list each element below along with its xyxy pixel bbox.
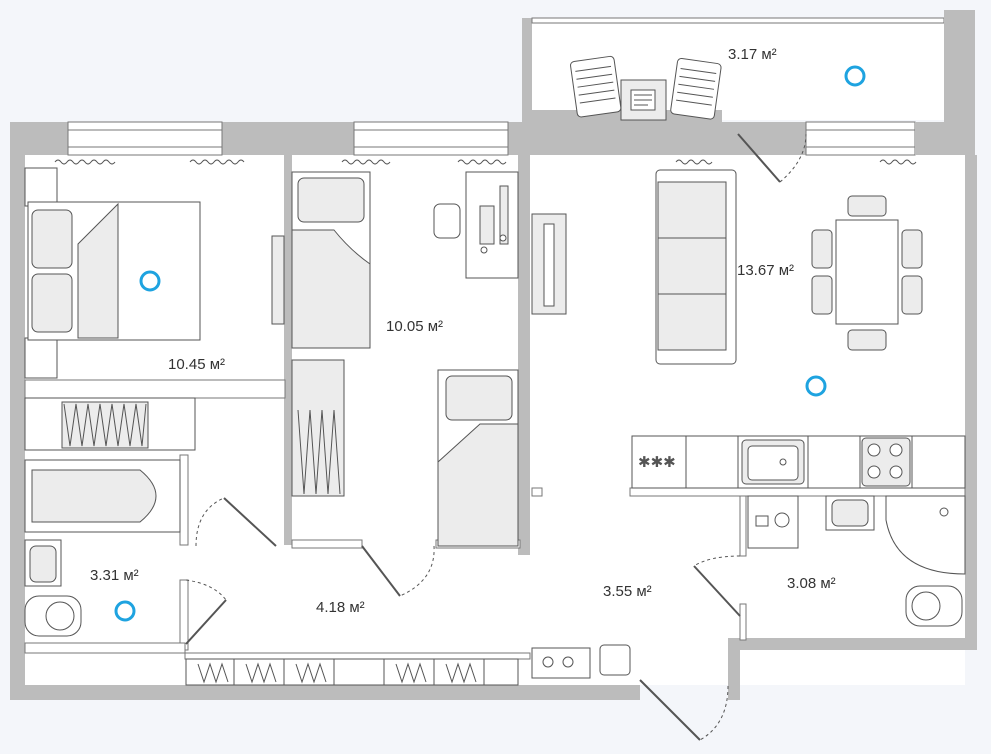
chair [901, 275, 923, 315]
doors [185, 497, 741, 741]
exterior-walls [10, 10, 977, 700]
nightstand-bottom [24, 337, 58, 379]
living-kitchen-furniture: ✱✱✱ [531, 169, 966, 489]
panorama-markers[interactable] [114, 65, 866, 622]
chair [811, 229, 833, 269]
chair [847, 329, 887, 351]
wardrobe [291, 359, 345, 497]
keyboard [479, 205, 495, 245]
area-corridor: 3.55 м² [603, 583, 652, 600]
kids-room-furniture [291, 171, 519, 547]
area-hall: 4.18 м² [316, 599, 365, 616]
area-labels: 3.17 м² 10.45 м² 10.05 м² 13.67 м² 3.31 … [90, 46, 836, 616]
pillow [31, 209, 73, 269]
area-bathroom: 3.31 м² [90, 567, 139, 584]
kids-room-door [361, 545, 401, 597]
toilet-door [693, 565, 741, 617]
bedroom-furniture [24, 167, 285, 451]
stove-icon [861, 437, 911, 487]
burner-icon: ✱✱✱ [638, 453, 676, 471]
bedroom-door [223, 497, 277, 547]
balcony-door [737, 133, 807, 183]
area-bedroom: 10.45 м² [168, 356, 225, 373]
washing-machine-icon [747, 495, 799, 549]
chair [433, 203, 461, 239]
balcony-furniture [570, 55, 722, 121]
shoes-icon [531, 647, 591, 679]
monitor [499, 185, 509, 245]
tv [271, 235, 285, 325]
panorama-marker-icon[interactable] [805, 375, 827, 397]
area-kids-room: 10.05 м² [386, 318, 443, 335]
area-living-kitchen: 13.67 м² [737, 262, 794, 279]
entrance-door [639, 679, 701, 741]
area-toilet: 3.08 м² [787, 575, 836, 592]
dining-table [835, 219, 899, 325]
chair [811, 275, 833, 315]
bathroom-furniture [24, 459, 181, 637]
panorama-marker-icon[interactable] [844, 65, 866, 87]
interior-walls [24, 155, 966, 660]
pillow [31, 273, 73, 333]
chair [847, 195, 887, 217]
bathroom-door [185, 599, 227, 645]
curtains [54, 159, 917, 165]
pillow [445, 375, 513, 421]
hall-furniture [185, 644, 631, 686]
panorama-marker-icon[interactable] [114, 600, 136, 622]
area-balcony: 3.17 м² [728, 46, 777, 63]
nightstand-top [24, 167, 58, 207]
chair [901, 229, 923, 269]
pillow [297, 177, 365, 223]
deck-chair-right [670, 58, 722, 120]
deck-chair-left [570, 55, 622, 118]
socket-icon [599, 644, 631, 676]
hall-wardrobe [185, 658, 519, 686]
toilet-furniture [747, 495, 966, 627]
panorama-marker-icon[interactable] [139, 270, 161, 292]
